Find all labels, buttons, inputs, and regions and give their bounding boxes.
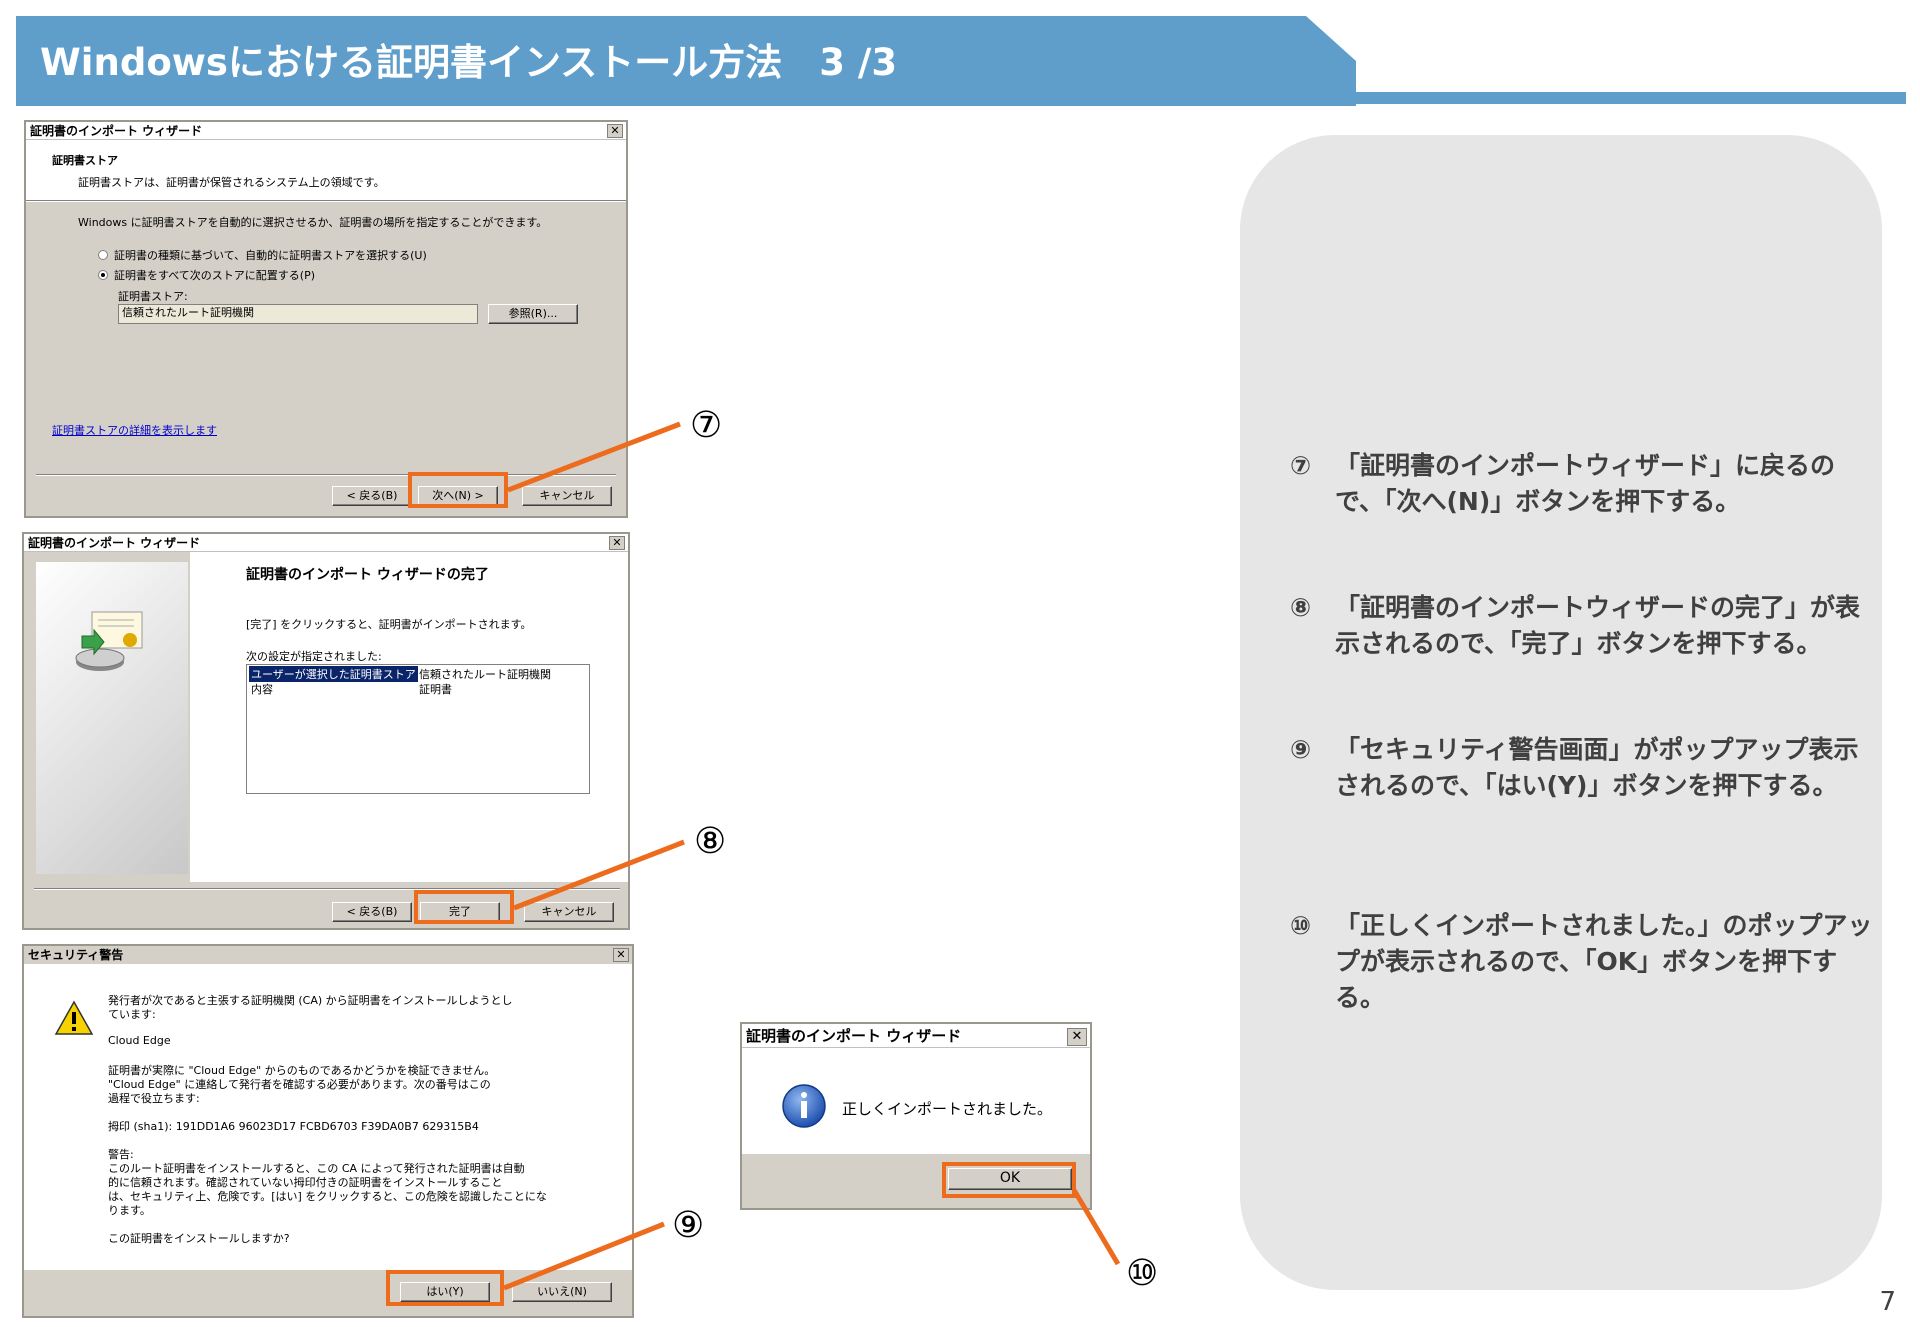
title-banner <box>16 16 1356 106</box>
store-details-link[interactable]: 証明書ストアの詳細を表示します <box>52 424 217 437</box>
radio-auto-select[interactable] <box>98 250 108 260</box>
divider <box>36 474 616 476</box>
warning-text: 証明書が実際に "Cloud Edge" からのものであるかどうかを検証できませ… <box>108 1064 496 1077</box>
security-warning-dialog: セキュリティ警告 ✕ 発行者が次であると主張する証明機関 (CA) から証明書を… <box>22 944 634 1318</box>
yes-button[interactable]: はい(Y) <box>400 1282 490 1302</box>
warning-text: ります。 <box>108 1204 151 1217</box>
instruction-panel <box>1240 135 1882 1290</box>
dialog-titlebar: 証明書のインポート ウィザード <box>742 1024 1090 1048</box>
import-success-dialog: 証明書のインポート ウィザード ✕ 正しくインポートされました。 OK <box>740 1022 1092 1210</box>
marker-8: ⑧ <box>694 821 727 862</box>
step-number: ⑦ <box>1290 451 1312 480</box>
back-button[interactable]: < 戻る(B) <box>332 486 412 506</box>
warning-text: は、セキュリティ上、危険です。[はい] をクリックすると、この危険を認識したこと… <box>108 1190 547 1203</box>
radio-manual-select[interactable] <box>98 270 108 280</box>
divider <box>26 200 626 202</box>
warning-text: このルート証明書をインストールすると、この CA によって発行された証明書は自動 <box>108 1162 525 1175</box>
info-icon <box>782 1084 826 1128</box>
import-wizard-store-dialog: 証明書のインポート ウィザード ✕ 証明書ストア 証明書ストアは、証明書が保管さ… <box>24 120 628 518</box>
cancel-button[interactable]: キャンセル <box>522 486 612 506</box>
step-7: ⑦ 「証明書のインポートウィザード」に戻るので、「次へ(N)」ボタンを押下する。 <box>1290 448 1870 528</box>
marker-10: ⑩ <box>1126 1253 1159 1294</box>
cancel-button[interactable]: キャンセル <box>524 902 614 922</box>
warning-text: ています: <box>108 1008 156 1021</box>
page-title: Windowsにおける証明書インストール方法 3 /3 <box>40 41 898 84</box>
close-icon[interactable]: ✕ <box>613 948 629 962</box>
radio-manual-label: 証明書をすべて次のストアに配置する(P) <box>114 269 316 282</box>
settings-key: 内容 <box>251 683 273 696</box>
close-icon[interactable]: ✕ <box>1067 1028 1087 1046</box>
close-icon[interactable]: ✕ <box>609 536 625 550</box>
warning-icon <box>54 1000 94 1035</box>
step-text: 「セキュリティ警告画面」がポップアップ表示されるので、「はい(Y)」ボタンを押下… <box>1335 735 1859 800</box>
dialog-title: セキュリティ警告 <box>28 948 124 962</box>
step-text: 「正しくインポートされました。」のポップアップが表示されるので、「OK」ボタンを… <box>1335 911 1873 1012</box>
close-icon[interactable]: ✕ <box>607 124 623 138</box>
warning-text: 的に信頼されます。確認されていない拇印付きの証明書をインストールすること <box>108 1176 503 1189</box>
marker-9: ⑨ <box>672 1205 705 1246</box>
ok-button[interactable]: OK <box>948 1168 1072 1190</box>
dialog-titlebar: 証明書のインポート ウィザード <box>24 534 628 552</box>
settings-value: 証明書 <box>419 683 452 696</box>
step-8: ⑧ 「証明書のインポートウィザードの完了」が表示されるので、「完了」ボタンを押下… <box>1290 590 1870 670</box>
store-label: 証明書ストア: <box>118 290 188 303</box>
back-button[interactable]: < 戻る(B) <box>332 902 412 922</box>
page-number: 7 <box>1879 1287 1896 1317</box>
browse-button[interactable]: 参照(R)... <box>488 304 578 324</box>
dialog-titlebar: セキュリティ警告 <box>24 946 632 964</box>
ca-name: Cloud Edge <box>108 1034 171 1047</box>
dialog-title: 証明書のインポート ウィザード <box>28 536 201 550</box>
marker-7: ⑦ <box>690 405 723 446</box>
completion-desc: [完了] をクリックすると、証明書がインポートされます。 <box>246 618 532 631</box>
step-9: ⑨ 「セキュリティ警告画面」がポップアップ表示されるので、「はい(Y)」ボタンを… <box>1290 732 1870 842</box>
highlight-next-button <box>408 472 508 508</box>
step-number: ⑧ <box>1290 593 1312 622</box>
instruction-text: Windows に証明書ストアを自動的に選択させるか、証明書の場所を指定すること… <box>78 216 548 229</box>
highlight-yes-button <box>386 1270 504 1306</box>
step-10: ⑩ 「正しくインポートされました。」のポップアップが表示されるので、「OK」ボタ… <box>1290 908 1873 1018</box>
success-message: 正しくインポートされました。 <box>842 1100 1053 1118</box>
dialog-title: 証明書のインポート ウィザード <box>30 124 203 138</box>
title-underline <box>1350 92 1906 104</box>
step-heading: 証明書ストア <box>52 154 118 167</box>
content-area <box>24 964 632 1270</box>
completion-heading: 証明書のインポート ウィザードの完了 <box>246 567 489 583</box>
settings-value: 信頼されたルート証明機関 <box>419 668 551 681</box>
warning-label: 警告: <box>108 1148 134 1161</box>
highlight-finish-button <box>414 890 514 924</box>
divider <box>34 888 620 890</box>
thumbprint: 拇印 (sha1): 191DD1A6 96023D17 FCBD6703 F3… <box>108 1120 479 1133</box>
settings-list: ユーザーが選択した証明書ストア 信頼されたルート証明機関 内容 証明書 <box>246 664 590 794</box>
step-number: ⑨ <box>1290 735 1312 764</box>
header-area <box>26 140 626 200</box>
warning-text: "Cloud Edge" に連絡して発行者を確認する必要があります。次の番号はこ… <box>108 1078 491 1091</box>
settings-key: ユーザーが選択した証明書ストア <box>249 666 418 682</box>
step-number: ⑩ <box>1290 911 1312 940</box>
step-text: 「証明書のインポートウィザード」に戻るので、「次へ(N)」ボタンを押下する。 <box>1335 451 1836 516</box>
no-button[interactable]: いいえ(N) <box>512 1282 612 1302</box>
warning-text: 発行者が次であると主張する証明機関 (CA) から証明書をインストールしようとし <box>108 994 513 1007</box>
settings-label: 次の設定が指定されました: <box>246 650 382 663</box>
store-field[interactable]: 信頼されたルート証明機関 <box>118 304 478 324</box>
certificate-install-icon <box>75 611 143 671</box>
dialog-titlebar: 証明書のインポート ウィザード <box>26 122 626 140</box>
import-wizard-complete-dialog: 証明書のインポート ウィザード ✕ 証明書のインポート ウィザードの完了 [完了… <box>22 532 630 930</box>
install-question: この証明書をインストールしますか? <box>108 1232 290 1245</box>
dialog-title: 証明書のインポート ウィザード <box>746 1027 962 1045</box>
radio-auto-label: 証明書の種類に基づいて、自動的に証明書ストアを選択する(U) <box>114 249 427 262</box>
step-text: 「証明書のインポートウィザードの完了」が表示されるので、「完了」ボタンを押下する… <box>1335 593 1861 658</box>
highlight-ok-button <box>942 1162 1076 1198</box>
step-subheading: 証明書ストアは、証明書が保管されるシステム上の領域です。 <box>78 176 385 189</box>
warning-text: 過程で役立ちます: <box>108 1092 200 1105</box>
